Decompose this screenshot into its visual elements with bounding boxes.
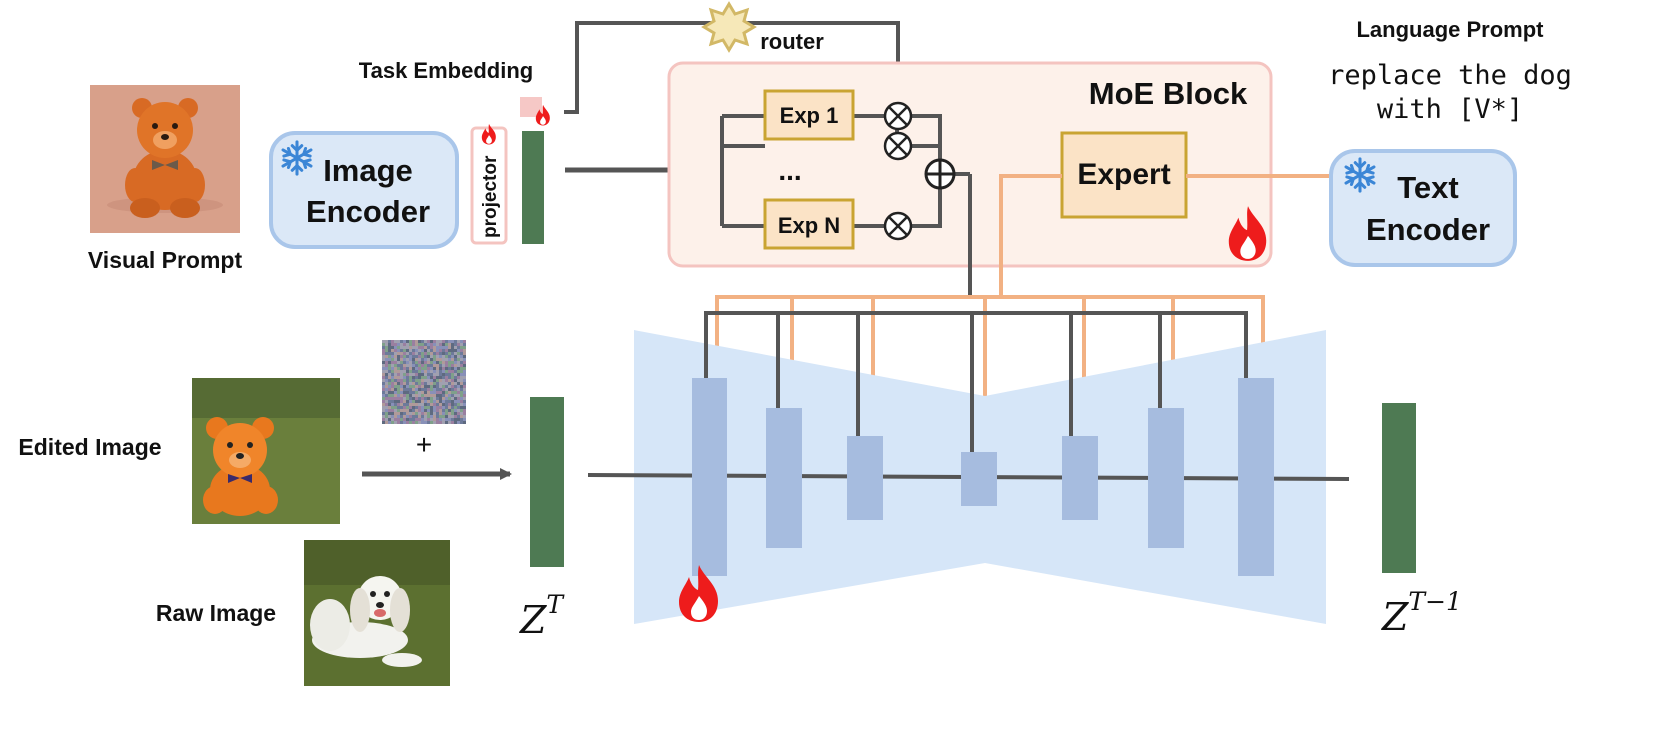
unet-block [766,408,802,548]
visual-prompt-label: Visual Prompt [88,247,243,273]
latent-zt-label: ZT [519,590,565,642]
expert-n-box [763,198,855,250]
expert-n-label: Exp N [778,213,840,238]
raw-image [304,540,450,686]
image-encoder-box [269,131,459,249]
latent-zt1-label: ZT−1 [1381,587,1462,639]
image-embedding-bar [522,131,544,244]
expert-label: Expert [1077,158,1170,191]
multiply-icon [883,131,913,161]
moe-block-title: MoE Block [1089,76,1248,111]
text-encoder-line1: Text [1397,170,1458,205]
router-line [564,21,900,114]
latent-zt-bar [530,397,564,567]
task-embedding-token [520,97,542,117]
language-prompt-label: Language Prompt [1356,17,1544,42]
edited-image-label: Edited Image [18,434,161,460]
router-label: router [760,29,824,54]
visual-prompt-image [90,85,240,233]
expert-box [1060,131,1188,219]
projector-label: projector [480,155,501,238]
unet-block [1062,436,1098,520]
prompt-text-line1: replace the dog [1328,60,1572,91]
edited-image [192,378,340,524]
prompt-text-line2: with [V*] [1377,94,1523,125]
text-encoder-line2: Encoder [1366,212,1490,247]
plus-sign: + [416,429,432,460]
text-encoder-box [1329,149,1517,267]
noise-image [382,340,466,424]
unet-block [847,436,883,520]
multiply-icon [883,211,913,241]
expert-1-label: Exp 1 [780,103,839,128]
image-encoder-line2: Encoder [306,194,430,229]
image-encoder-line1: Image [323,153,413,188]
expert-ellipsis: ... [778,155,801,186]
unet-block [961,452,997,506]
task-embedding-label: Task Embedding [359,58,533,83]
latent-zt1-bar [1382,403,1416,573]
router-star-icon [701,1,757,53]
unet-block [1148,408,1184,548]
unet-block [1238,378,1274,576]
unet-blocks [692,378,1274,576]
moe-feed-lines [704,311,1248,452]
multiply-icon [883,101,913,131]
unet-block [692,378,727,576]
expert-1-box [763,89,855,141]
raw-image-label: Raw Image [156,600,276,626]
sum-icon [924,158,956,190]
